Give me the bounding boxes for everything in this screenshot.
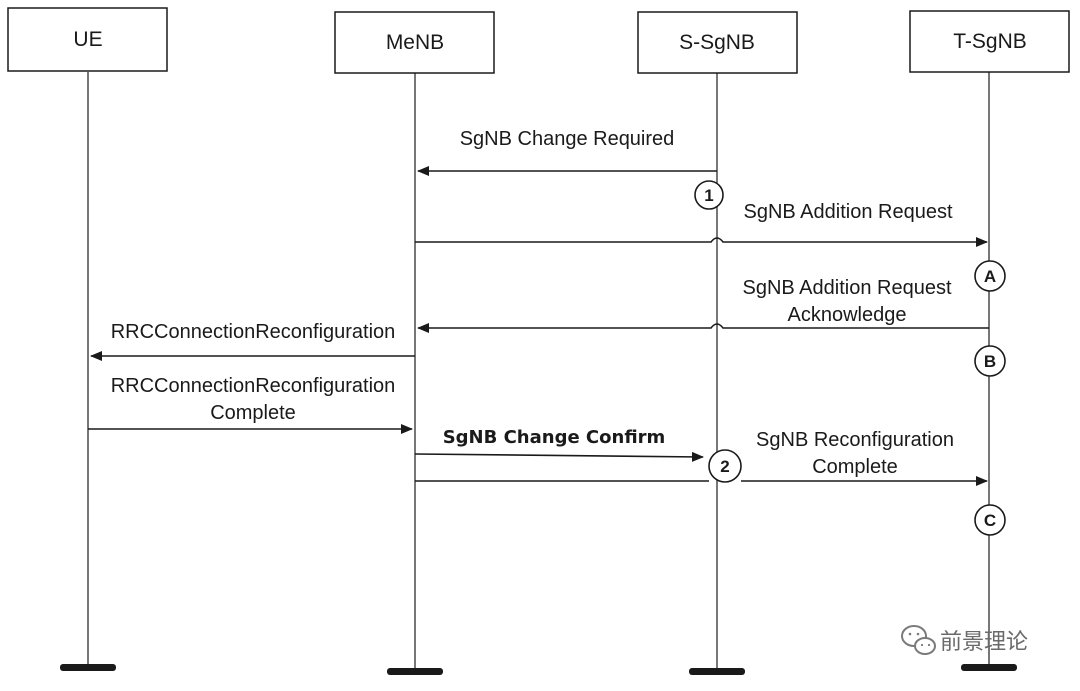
watermark-text: 前景理论 <box>940 630 1028 655</box>
s-sgnb-box: S-SgNB <box>637 11 798 74</box>
s-sgnb-label: S-SgNB <box>679 31 755 54</box>
menb-lifeline-end <box>387 668 443 675</box>
step-a-marker: A <box>974 260 1006 292</box>
step-b-marker: B <box>974 345 1006 377</box>
msg-sgnb-change-required-label: SgNB Change Required <box>460 128 675 150</box>
msg-rrc-reconfiguration-label: RRCConnectionReconfiguration <box>111 321 396 343</box>
ue-box: UE <box>7 7 168 72</box>
menb-label: MeNB <box>386 31 444 54</box>
step-c-label: C <box>984 511 996 530</box>
watermark: 前景理论 <box>901 625 1028 655</box>
msg-sgnb-addition-ack-label-line1: SgNB Addition Request <box>742 277 951 299</box>
step-1-label: 1 <box>704 186 713 205</box>
msg-sgnb-reconfig-complete-label-line1: SgNB Reconfiguration <box>756 429 954 451</box>
msg-rrc-complete-label-line1: RRCConnectionReconfiguration <box>111 375 396 397</box>
step-1-marker: 1 <box>694 180 724 210</box>
s-sgnb-lifeline-end <box>689 668 745 675</box>
t-sgnb-label: T-SgNB <box>953 30 1027 53</box>
t-sgnb-box: T-SgNB <box>909 10 1070 73</box>
step-a-label: A <box>984 267 996 286</box>
menb-box: MeNB <box>334 11 495 74</box>
ue-lifeline-end <box>60 664 116 671</box>
msg-sgnb-addition-request-arrow <box>415 237 988 247</box>
msg-sgnb-addition-ack-label-line2: Acknowledge <box>788 304 907 326</box>
step-c-marker: C <box>974 504 1006 536</box>
msg-sgnb-reconfig-complete-label-line2: Complete <box>812 456 898 478</box>
step-2-label: 2 <box>720 457 729 476</box>
step-b-label: B <box>984 352 996 371</box>
msg-rrc-complete-label-line2: Complete <box>210 402 296 424</box>
t-sgnb-lifeline-end <box>961 664 1017 671</box>
msg-sgnb-change-confirm-label: SgNB Change Confirm <box>443 427 666 448</box>
msg-sgnb-addition-request-label: SgNB Addition Request <box>743 201 952 223</box>
msg-sgnb-addition-ack-arrow <box>417 323 989 333</box>
step-2-marker: 2 <box>708 449 742 483</box>
wechat-icon <box>901 625 936 655</box>
ue-label: UE <box>73 28 102 51</box>
msg-sgnb-change-confirm-arrow <box>414 451 704 462</box>
